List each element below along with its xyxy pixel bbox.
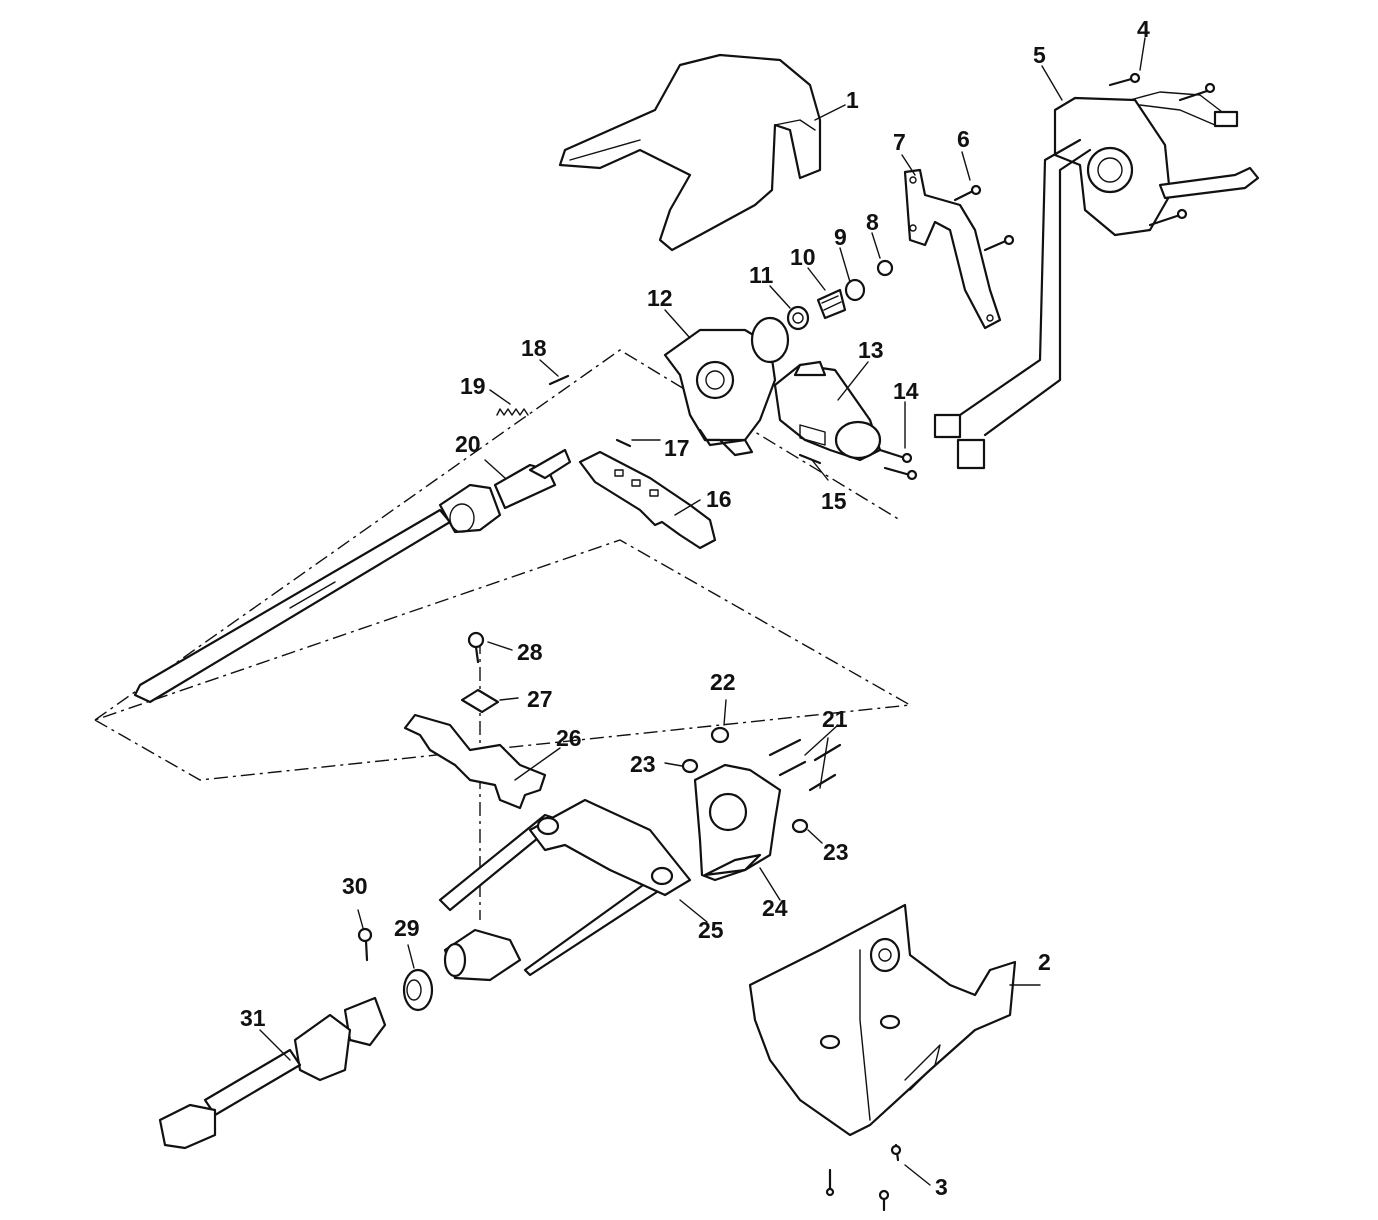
callout-9: 9 [834, 224, 847, 250]
screws-14 [878, 448, 918, 481]
ignition-switch-13 [773, 360, 882, 462]
washer-27 [460, 688, 500, 714]
callout-1: 1 [846, 87, 859, 113]
callout-19: 19 [460, 373, 486, 399]
callout-26: 26 [556, 725, 582, 751]
callout-25: 25 [698, 917, 724, 943]
callout-10: 10 [790, 244, 816, 270]
callout-30: 30 [342, 873, 368, 899]
screws-3 [825, 1143, 902, 1212]
callout-24: 24 [762, 895, 788, 921]
callout-15: 15 [821, 488, 847, 514]
callout-21: 21 [822, 706, 848, 732]
screws-4 [1108, 72, 1216, 227]
callout-3: 3 [935, 1174, 948, 1200]
lock-parts-8-11 [786, 259, 894, 331]
callout-28: 28 [517, 639, 543, 665]
callout-8: 8 [866, 209, 879, 235]
callout-6: 6 [957, 126, 970, 152]
bushing-22 [710, 726, 730, 744]
pin-15 [798, 453, 822, 465]
callout-5: 5 [1033, 42, 1046, 68]
bearing-29 [402, 968, 434, 1012]
lock-housing-12 [663, 316, 790, 457]
callout-2: 2 [1038, 949, 1051, 975]
intermediate-shaft-31 [158, 996, 387, 1150]
callout-20: 20 [455, 431, 481, 457]
pin-18 [548, 374, 570, 386]
callout-4: 4 [1137, 16, 1150, 42]
callout-12: 12 [647, 285, 673, 311]
callout-17: 17 [664, 435, 690, 461]
leader-lines [259, 37, 1146, 1186]
bolts-21 [768, 738, 842, 792]
bolt-28 [467, 631, 485, 664]
bushing-23-upper [681, 758, 699, 774]
bracket-26 [403, 713, 547, 810]
alignment-dashed-lines [94, 349, 913, 920]
callout-16: 16 [706, 486, 732, 512]
column-housing-24 [693, 763, 782, 882]
spring-19 [496, 408, 529, 416]
callout-23-lower: 23 [823, 839, 849, 865]
screws-6 [953, 184, 1015, 252]
bracket-7 [903, 168, 1002, 330]
callout-11: 11 [749, 262, 774, 288]
callout-23-upper: 23 [630, 751, 656, 777]
upper-shroud [558, 53, 822, 252]
callout-7: 7 [893, 129, 906, 155]
callout-22: 22 [710, 669, 736, 695]
lock-rack-16 [578, 450, 717, 550]
callout-29: 29 [394, 915, 420, 941]
pin-17 [615, 438, 632, 448]
bushing-23-lower [791, 818, 809, 834]
callout-14: 14 [893, 378, 919, 404]
callout-13: 13 [858, 337, 884, 363]
lower-shroud [748, 903, 1017, 1137]
callout-31: 31 [240, 1005, 266, 1031]
tilt-column-25 [438, 798, 692, 982]
callout-18: 18 [521, 335, 547, 361]
multifunction-switch [933, 91, 1260, 470]
callout-27: 27 [527, 686, 553, 712]
steering-shaft-20 [133, 448, 572, 704]
bolt-30 [357, 927, 373, 962]
callouts: 1 2 3 4 5 6 7 8 9 10 11 12 13 14 15 16 1… [240, 16, 1150, 1200]
